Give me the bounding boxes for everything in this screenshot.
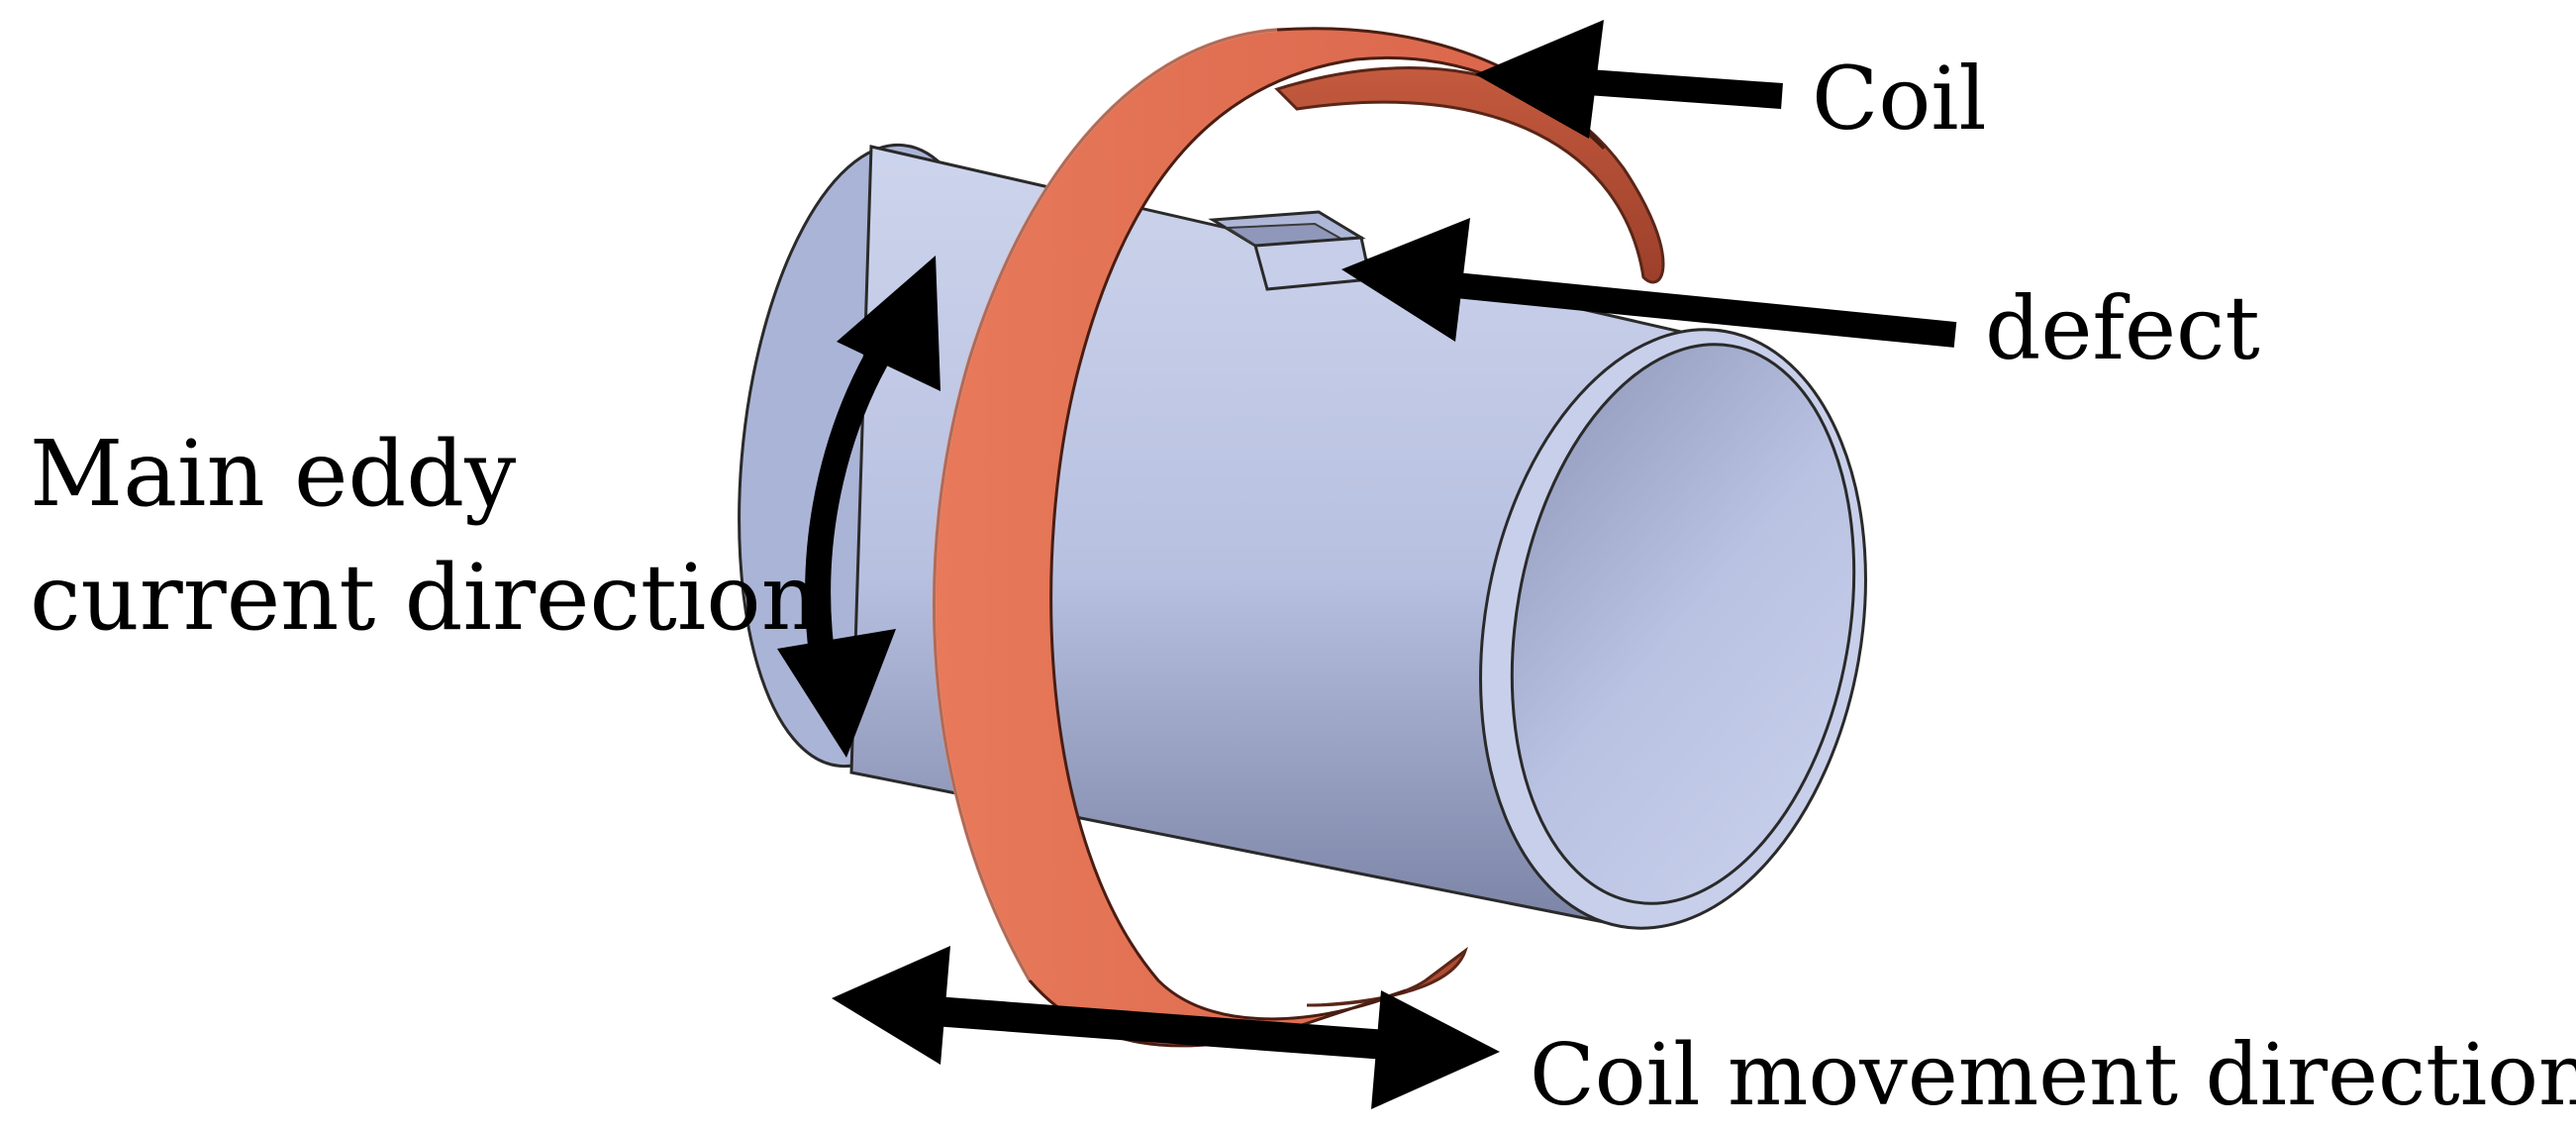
coil-pointer-arrow	[1475, 20, 1783, 139]
eddy-label-line1: Main eddy	[30, 421, 516, 527]
eddy-current-arrow-icon	[777, 256, 941, 758]
defect-label: defect	[1985, 277, 2260, 379]
movement-arrow-icon	[832, 946, 1500, 1109]
eddy-label-line2: current direction	[30, 545, 820, 651]
movement-label: Coil movement direction	[1530, 1026, 2576, 1125]
coil-label: Coil	[1812, 48, 1987, 150]
pipe-right-inner	[1510, 343, 1856, 905]
defect-pointer-arrow	[1341, 218, 1957, 348]
